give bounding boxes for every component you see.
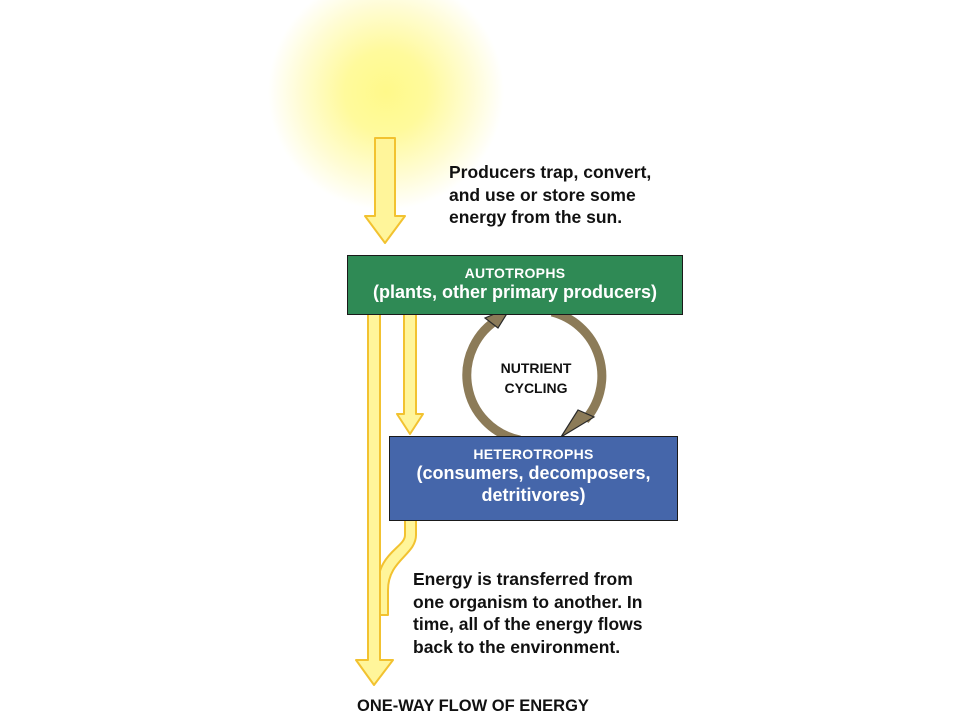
transfer-caption: Energy is transferred from one organism …	[413, 568, 643, 658]
sunlight-arrow	[364, 137, 406, 244]
caption-line: time, all of the energy flows	[413, 614, 643, 634]
producers-caption: Producers trap, convert, and use or stor…	[449, 161, 651, 229]
heterotrophs-subtitle: (consumers, decomposers,	[416, 463, 651, 483]
nutrient-cycling-label: NUTRIENT CYCLING	[477, 358, 595, 398]
sun-icon	[268, 0, 504, 210]
autotroph-to-heterotroph-arrow	[396, 313, 424, 435]
cycle-label-line: NUTRIENT	[500, 360, 572, 376]
caption-line: Energy is transferred from	[413, 569, 633, 589]
heterotrophs-subtitle: detritivores)	[481, 485, 586, 505]
cycle-label-line: CYCLING	[504, 380, 568, 396]
caption-line: back to the environment.	[413, 636, 621, 657]
autotrophs-box: AUTOTROPHS (plants, other primary produc…	[347, 255, 683, 315]
heterotroph-outflow-arrow	[376, 519, 417, 616]
caption-line: and use or store some	[449, 184, 636, 205]
caption-line: energy from the sun.	[449, 207, 623, 227]
one-way-flow-label: ONE-WAY FLOW OF ENERGY	[357, 697, 589, 715]
one-way-energy-arrow	[355, 313, 394, 686]
autotrophs-subtitle: (plants, other primary producers)	[372, 282, 658, 302]
autotrophs-title: AUTOTROPHS	[464, 265, 566, 281]
caption-line: one organism to another. In	[413, 591, 643, 612]
heterotrophs-box: HETEROTROPHS (consumers, decomposers, de…	[389, 436, 678, 521]
caption-line: Producers trap, convert,	[449, 162, 652, 182]
heterotrophs-title: HETEROTROPHS	[473, 446, 594, 462]
